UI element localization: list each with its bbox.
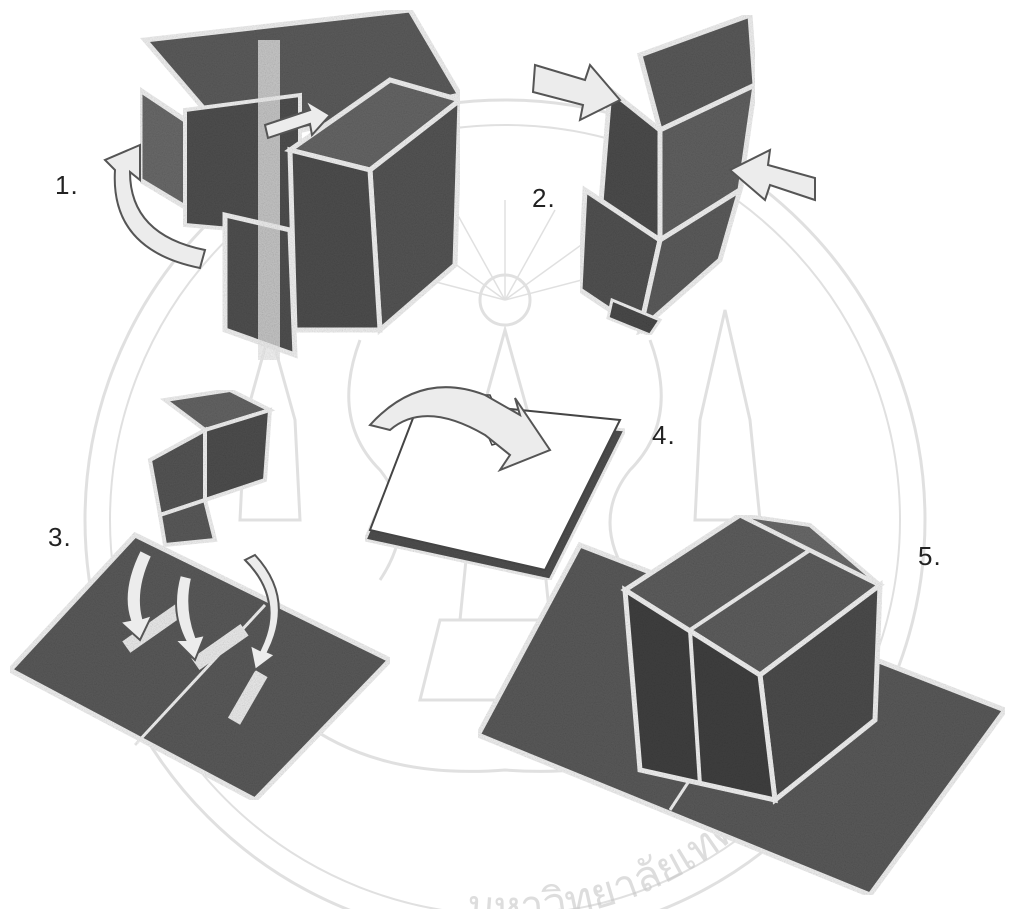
finished-popup-box-icon — [478, 515, 1005, 895]
step-2-label: 2. — [532, 183, 556, 214]
box-wrap-around-icon — [140, 10, 460, 360]
step-4-label: 4. — [652, 420, 676, 451]
step-1-label: 1. — [55, 170, 79, 201]
step-3-label: 3. — [48, 522, 72, 553]
box-insert-tabs-icon — [10, 390, 390, 800]
box-fold-push-icon — [580, 15, 755, 335]
step-5-label: 5. — [918, 541, 942, 572]
